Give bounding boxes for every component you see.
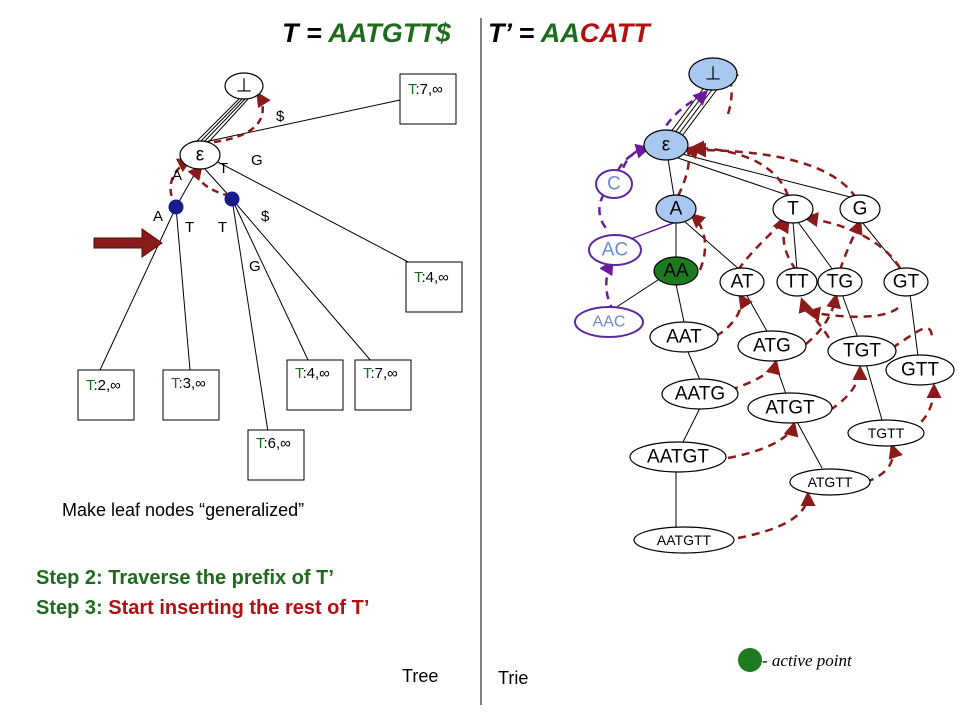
edge-label-t-upper: T bbox=[219, 160, 228, 177]
trie-root-symbol: ⊥ bbox=[705, 64, 722, 85]
trie-node-tgtt-label: TGTT bbox=[868, 425, 905, 441]
trie-node-c-label: C bbox=[607, 174, 621, 195]
trie-node-aa-label: AA bbox=[663, 261, 689, 282]
trie-node-aatg bbox=[661, 378, 739, 410]
title-right: T’ = AACATT bbox=[488, 18, 652, 48]
tree-caption: Make leaf nodes “generalized” bbox=[62, 500, 304, 520]
edge-label-t-lower-left: T bbox=[185, 219, 194, 236]
trie-node-a-label: A bbox=[670, 199, 683, 220]
leaf-text-5: T:4,∞ bbox=[295, 365, 330, 382]
trie-epsilon-symbol: ε bbox=[662, 135, 671, 156]
trie-node-gt bbox=[883, 267, 929, 297]
trie-node-aa-active bbox=[653, 256, 699, 286]
edge-label-dollar-top: $ bbox=[276, 108, 285, 125]
tree-label: Tree bbox=[402, 666, 438, 686]
trie-node-aatg-label: AATG bbox=[675, 384, 725, 405]
trie-node-tgt-label: TGT bbox=[843, 341, 881, 362]
tree-epsilon-node bbox=[179, 140, 221, 170]
trie-node-aatgt-label: AATGT bbox=[647, 447, 709, 468]
trie-node-a bbox=[655, 194, 697, 224]
trie-node-aat-label: AAT bbox=[666, 327, 702, 348]
active-point-legend-text: - active point bbox=[762, 651, 853, 670]
leaf-text-6: T:7,∞ bbox=[363, 365, 398, 382]
leaf-box-1 bbox=[399, 73, 457, 125]
trie-node-atg-label: ATG bbox=[753, 336, 791, 357]
step-2: Step 2: Traverse the prefix of T’ bbox=[36, 567, 334, 589]
current-position-arrow bbox=[93, 228, 163, 258]
trie-node-tgt bbox=[827, 335, 897, 367]
trie-node-t bbox=[772, 194, 814, 224]
trie-node-aatgt bbox=[629, 441, 727, 473]
tree-root-symbol: ⊥ bbox=[236, 76, 253, 97]
trie-node-atgt-label: ATGT bbox=[765, 398, 815, 419]
trie-node-gt-label: GT bbox=[893, 272, 920, 293]
trie-node-tgtt bbox=[847, 419, 925, 447]
trie-node-aatgtt bbox=[633, 526, 735, 554]
edge-label-g-upper: G bbox=[251, 152, 263, 169]
trie-node-g-label: G bbox=[853, 199, 868, 220]
trie-node-t-label: T bbox=[787, 199, 799, 220]
trie-node-atgtt bbox=[789, 468, 871, 496]
trie-node-aatgtt-label: AATGTT bbox=[657, 532, 712, 548]
edge-label-a-upper: A bbox=[172, 167, 182, 184]
leaf-text-2: T:4,∞ bbox=[414, 269, 449, 286]
trie-node-tt bbox=[776, 267, 818, 297]
trie-node-aat bbox=[649, 321, 719, 353]
trie-node-aac bbox=[574, 306, 644, 338]
suffix-trie: ⊥ ε C A T G AC AA AT TT TG GT AAC AAT AT bbox=[574, 57, 955, 554]
tree-root-node bbox=[224, 72, 264, 100]
trie-node-atg bbox=[737, 330, 807, 362]
leaf-text-3: T:2,∞ bbox=[86, 377, 121, 394]
leaf-box-3 bbox=[77, 369, 135, 421]
trie-node-c bbox=[595, 169, 633, 199]
leaf-box-2 bbox=[405, 261, 463, 313]
edge-label-dollar-lower: $ bbox=[261, 208, 270, 225]
edge-label-g-lower: G bbox=[249, 258, 261, 275]
trie-node-gtt bbox=[885, 354, 955, 386]
trie-node-g bbox=[839, 194, 881, 224]
trie-label: Trie bbox=[498, 668, 528, 688]
trie-root-node bbox=[688, 57, 738, 91]
title-left: T = AATGTT$ bbox=[282, 18, 452, 48]
leaf-text-7: T:6,∞ bbox=[256, 435, 291, 452]
suffix-tree: ⊥ ε $ A T G A T T $ G T:7,∞ T:4,∞ T:2,∞ … bbox=[77, 72, 463, 481]
leaf-box-7 bbox=[247, 429, 305, 481]
trie-node-gtt-label: GTT bbox=[901, 360, 939, 381]
leaf-text-4: T:3,∞ bbox=[171, 375, 206, 392]
tree-epsilon-symbol: ε bbox=[196, 145, 205, 166]
step-3: Step 3: Start inserting the rest of T’ bbox=[36, 597, 369, 619]
active-point-legend-icon bbox=[738, 648, 762, 672]
trie-node-atgt bbox=[747, 392, 833, 424]
edge-label-a-lower: A bbox=[153, 208, 163, 225]
leaf-box-6 bbox=[354, 359, 412, 411]
trie-node-at bbox=[719, 267, 765, 297]
trie-node-ac bbox=[588, 234, 642, 266]
tree-internal-node-t bbox=[224, 191, 240, 207]
trie-node-atgtt-label: ATGTT bbox=[808, 474, 853, 490]
leaf-text-1: T:7,∞ bbox=[408, 81, 443, 98]
tree-internal-node-a bbox=[168, 199, 184, 215]
trie-node-tg-label: TG bbox=[827, 272, 853, 293]
trie-node-tg bbox=[817, 267, 863, 297]
trie-node-ac-label: AC bbox=[602, 240, 628, 261]
edge-label-t-lower-right: T bbox=[218, 219, 227, 236]
trie-epsilon-node bbox=[643, 129, 689, 161]
trie-node-at-label: AT bbox=[731, 272, 754, 293]
trie-node-tt-label: TT bbox=[785, 272, 809, 293]
leaf-box-4 bbox=[162, 369, 220, 421]
trie-node-aac-label: AAC bbox=[593, 314, 626, 331]
leaf-box-5 bbox=[286, 359, 344, 411]
